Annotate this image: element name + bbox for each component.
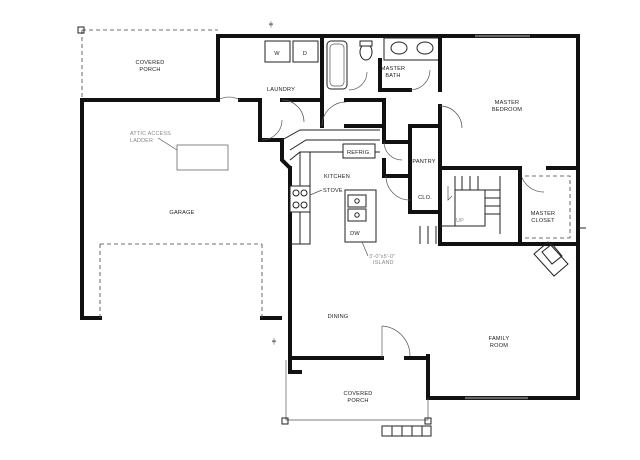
- sink-right: [416, 41, 434, 55]
- up-label: UP: [456, 218, 464, 224]
- refrigerator: [342, 143, 376, 159]
- fireplace: [533, 241, 569, 277]
- master-bath-label-1: MASTER: [381, 66, 406, 72]
- washer: [264, 40, 291, 63]
- master-bath: MASTER BATH: [320, 34, 442, 102]
- family-room: FAMILY ROOM: [426, 238, 580, 400]
- island-label-1: 3'-0"x5'-0": [369, 254, 395, 260]
- laundry: W D LAUNDRY ╪: [216, 20, 324, 142]
- kitchen: REFRIG. STOVE KITCHEN DW 3'-0"x5'-0" ISL…: [280, 98, 395, 374]
- section-marker-left: ╪: [271, 337, 276, 345]
- kitchen-label: KITCHEN: [324, 174, 350, 180]
- master-bedroom: MASTER BEDROOM: [438, 34, 580, 242]
- garage-label: GARAGE: [169, 210, 194, 216]
- dw-label: DW: [350, 231, 360, 237]
- island-sink-1: [347, 194, 367, 208]
- north-marker: ╪: [268, 20, 273, 28]
- laundry-label: LAUNDRY: [267, 87, 295, 93]
- master-bedroom-label-2: BEDROOM: [492, 107, 522, 113]
- attic-access-label-2: LADDER: [130, 138, 153, 144]
- master-closet-label-2: CLOSET: [531, 218, 555, 224]
- sink-left: [390, 41, 408, 55]
- master-bath-label-2: BATH: [385, 73, 400, 79]
- family-room-label-2: ROOM: [490, 343, 508, 349]
- dining-label: DINING: [328, 314, 349, 320]
- attic-access-label-1: ATTIC ACCESS: [130, 131, 171, 137]
- stove-label: STOVE: [323, 188, 343, 194]
- dining: DINING ╪: [271, 314, 430, 374]
- master-closet-label-1: MASTER: [531, 211, 556, 217]
- closet: CLO.: [385, 166, 442, 246]
- island-sink-2: [347, 208, 367, 222]
- family-room-label-1: FAMILY: [489, 336, 510, 342]
- washer-label: W: [274, 51, 280, 57]
- refrig-label: REFRIG.: [347, 150, 371, 156]
- stairs: UP: [419, 166, 522, 246]
- covered-porch-bottom-label-1: COVERED: [343, 391, 372, 397]
- pantry-label: PANTRY: [412, 159, 435, 165]
- covered-porch-top: COVERED PORCH: [77, 26, 218, 100]
- island-label-2: ISLAND: [373, 260, 394, 266]
- pantry: PANTRY: [382, 124, 442, 182]
- bathtub: [326, 40, 348, 90]
- covered-porch-bottom-label-2: PORCH: [347, 398, 368, 404]
- master-closet: MASTER CLOSET: [525, 175, 586, 239]
- clo-label: CLO.: [418, 195, 432, 201]
- stove: [289, 185, 311, 213]
- dryer-label: D: [303, 51, 307, 57]
- master-bedroom-label-1: MASTER: [495, 100, 520, 106]
- covered-porch-top-label-2: PORCH: [139, 67, 160, 73]
- garage: ATTIC ACCESS LADDER GARAGE: [80, 96, 284, 320]
- dryer: [292, 40, 319, 63]
- covered-porch-top-label-1: COVERED: [135, 60, 164, 66]
- covered-porch-bottom: COVERED PORCH: [281, 360, 432, 437]
